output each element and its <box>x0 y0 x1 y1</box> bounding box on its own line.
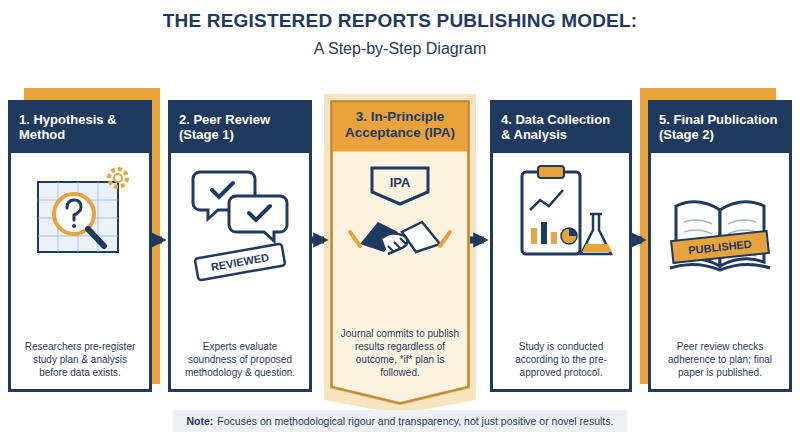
step-heading: 4. Data Collection & Analysis <box>493 103 629 153</box>
flow-arrow <box>470 237 484 244</box>
step-description: Peer review checks adherence to plan; fi… <box>651 336 789 389</box>
step-heading: 5. Final Publication (Stage 2) <box>651 103 789 153</box>
diagram-subtitle: A Step-by-Step Diagram <box>314 40 487 58</box>
process-step-box: 2. Peer Review (Stage 1) Experts evaluate… <box>168 100 312 392</box>
plan-icon <box>38 169 127 252</box>
note-panel: Note:Focuses on methodological rigour an… <box>173 410 628 432</box>
publication-icon <box>670 202 770 270</box>
acceptance-icon <box>350 168 450 254</box>
step-heading: 2. Peer Review (Stage 1) <box>171 103 309 153</box>
step-heading: 3. In-Principle Acceptance (IPA) <box>330 100 470 150</box>
review-icon <box>193 172 287 280</box>
step-heading: 1. Hypothesis & Method <box>11 103 149 153</box>
note-text: Focuses on methodological rigour and tra… <box>217 415 613 427</box>
note-label: Note: <box>187 415 214 427</box>
note-box: Note:Focuses on methodological rigour an… <box>0 410 800 432</box>
flow-arrow <box>632 237 642 244</box>
highlight-step-box: 3. In-Principle Acceptance (IPA) Journal … <box>330 100 470 405</box>
analysis-icon <box>522 166 612 254</box>
step-description: Study is conducted according to the pre-… <box>493 336 629 389</box>
flow-arrow <box>312 237 324 244</box>
badge-text: IPA <box>390 175 411 190</box>
step-description: Journal commits to publish results regar… <box>330 323 470 405</box>
diagram-title: THE REGISTERED REPORTS PUBLISHING MODEL: <box>0 10 800 32</box>
flow-arrow <box>152 237 162 244</box>
step-description: Experts evaluate soundness of proposed m… <box>171 336 309 389</box>
step-description: Researchers pre-register study plan & an… <box>11 336 149 389</box>
glow-accent <box>324 94 476 414</box>
